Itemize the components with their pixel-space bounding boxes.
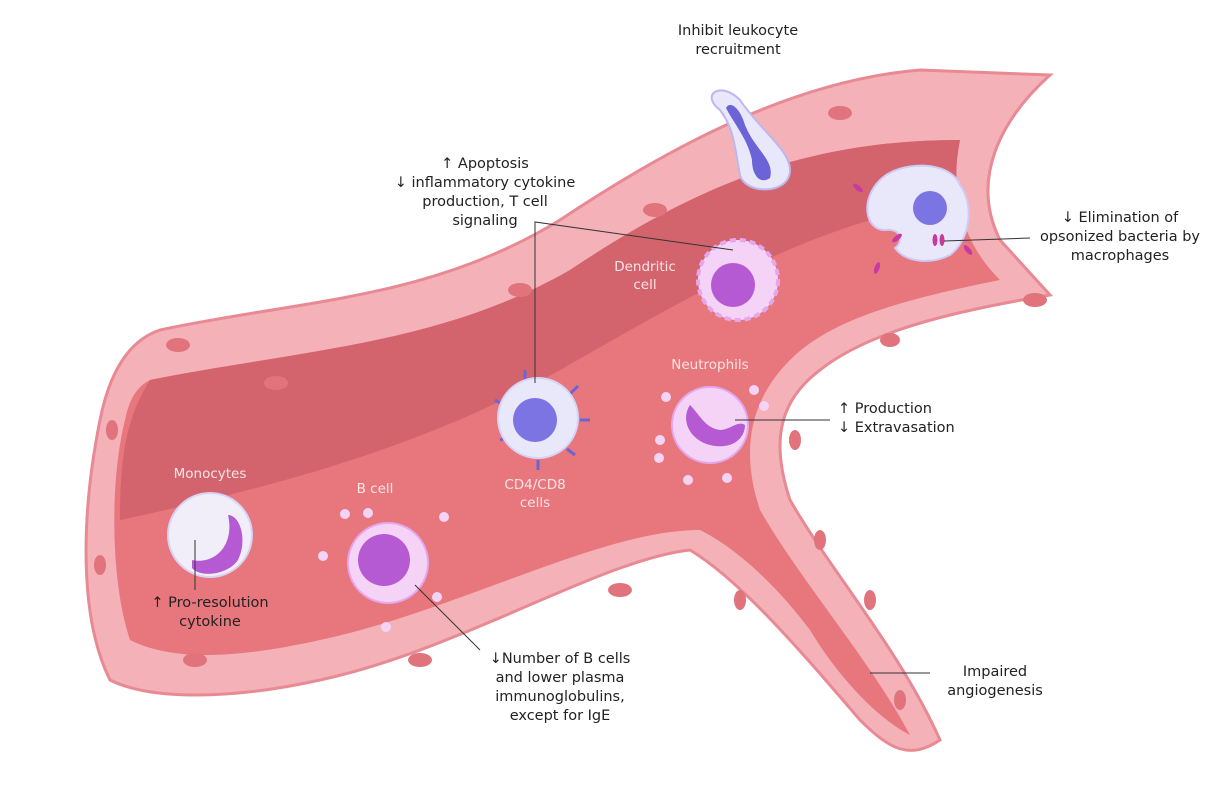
label-tcell-effects: ↑ Apoptosis ↓ inflammatory cytokine prod… bbox=[365, 155, 605, 231]
label-line: Impaired bbox=[962, 664, 1028, 680]
label-line: ↓Number of B cells bbox=[489, 651, 631, 667]
endothelial-nuclei bbox=[94, 106, 1047, 710]
label-line: cytokine bbox=[179, 614, 241, 630]
label-line: immunoglobulins, bbox=[495, 689, 625, 705]
label-neutrophil-effects: ↑ Production ↓ Extravasation bbox=[838, 400, 955, 438]
label-line: angiogenesis bbox=[947, 683, 1043, 699]
macrophage bbox=[853, 164, 973, 274]
label-line: ↓ inflammatory cytokine bbox=[394, 175, 576, 191]
label-line: CD4/CD8 bbox=[504, 477, 566, 493]
label-line: ↑ Pro-resolution bbox=[151, 595, 269, 611]
label-monocyte-effect: ↑ Pro-resolution cytokine bbox=[140, 594, 280, 632]
cell-label-neutrophils: Neutrophils bbox=[671, 357, 749, 373]
dendritic-cell bbox=[696, 238, 780, 322]
label-line: cells bbox=[519, 495, 551, 511]
monocyte bbox=[167, 492, 253, 578]
leader-lines bbox=[194, 221, 1031, 674]
label-line: Inhibit leukocyte bbox=[677, 23, 799, 39]
lumen-shadow bbox=[120, 140, 960, 520]
label-line: Dendritic bbox=[614, 259, 676, 275]
migrating-leukocyte bbox=[710, 89, 792, 191]
label-line: opsonized bacteria by bbox=[1039, 229, 1200, 245]
label-line: macrophages bbox=[1070, 248, 1170, 264]
label-line: except for IgE bbox=[509, 708, 611, 724]
label-line: signaling bbox=[452, 213, 518, 229]
label-angiogenesis: Impaired angiogenesis bbox=[935, 663, 1055, 701]
cell-label-bcell: B cell bbox=[356, 481, 394, 497]
label-line: ↓ Elimination of bbox=[1061, 210, 1179, 226]
vessel-opening bbox=[1005, 60, 1231, 300]
neutrophil bbox=[654, 385, 769, 485]
label-bcell-effect: ↓Number of B cells and lower plasma immu… bbox=[475, 650, 645, 726]
label-line: production, T cell bbox=[422, 194, 548, 210]
cell-label-tcells: CD4/CD8 cells bbox=[490, 476, 580, 512]
label-line: and lower plasma bbox=[495, 670, 625, 686]
t-cell bbox=[494, 370, 590, 470]
cell-label-monocytes: Monocytes bbox=[173, 466, 247, 482]
label-line: cell bbox=[633, 277, 657, 293]
label-line: ↑ Apoptosis bbox=[441, 156, 529, 172]
label-line: recruitment bbox=[695, 42, 781, 58]
label-line: ↓ Extravasation bbox=[838, 420, 955, 436]
label-line: ↑ Production bbox=[838, 401, 932, 417]
label-macrophage-effect: ↓ Elimination of opsonized bacteria by m… bbox=[1030, 209, 1210, 266]
cell-label-dendritic: Dendritic cell bbox=[610, 258, 680, 294]
b-cell bbox=[318, 508, 449, 632]
label-leukocyte: Inhibit leukocyte recruitment bbox=[648, 22, 828, 60]
